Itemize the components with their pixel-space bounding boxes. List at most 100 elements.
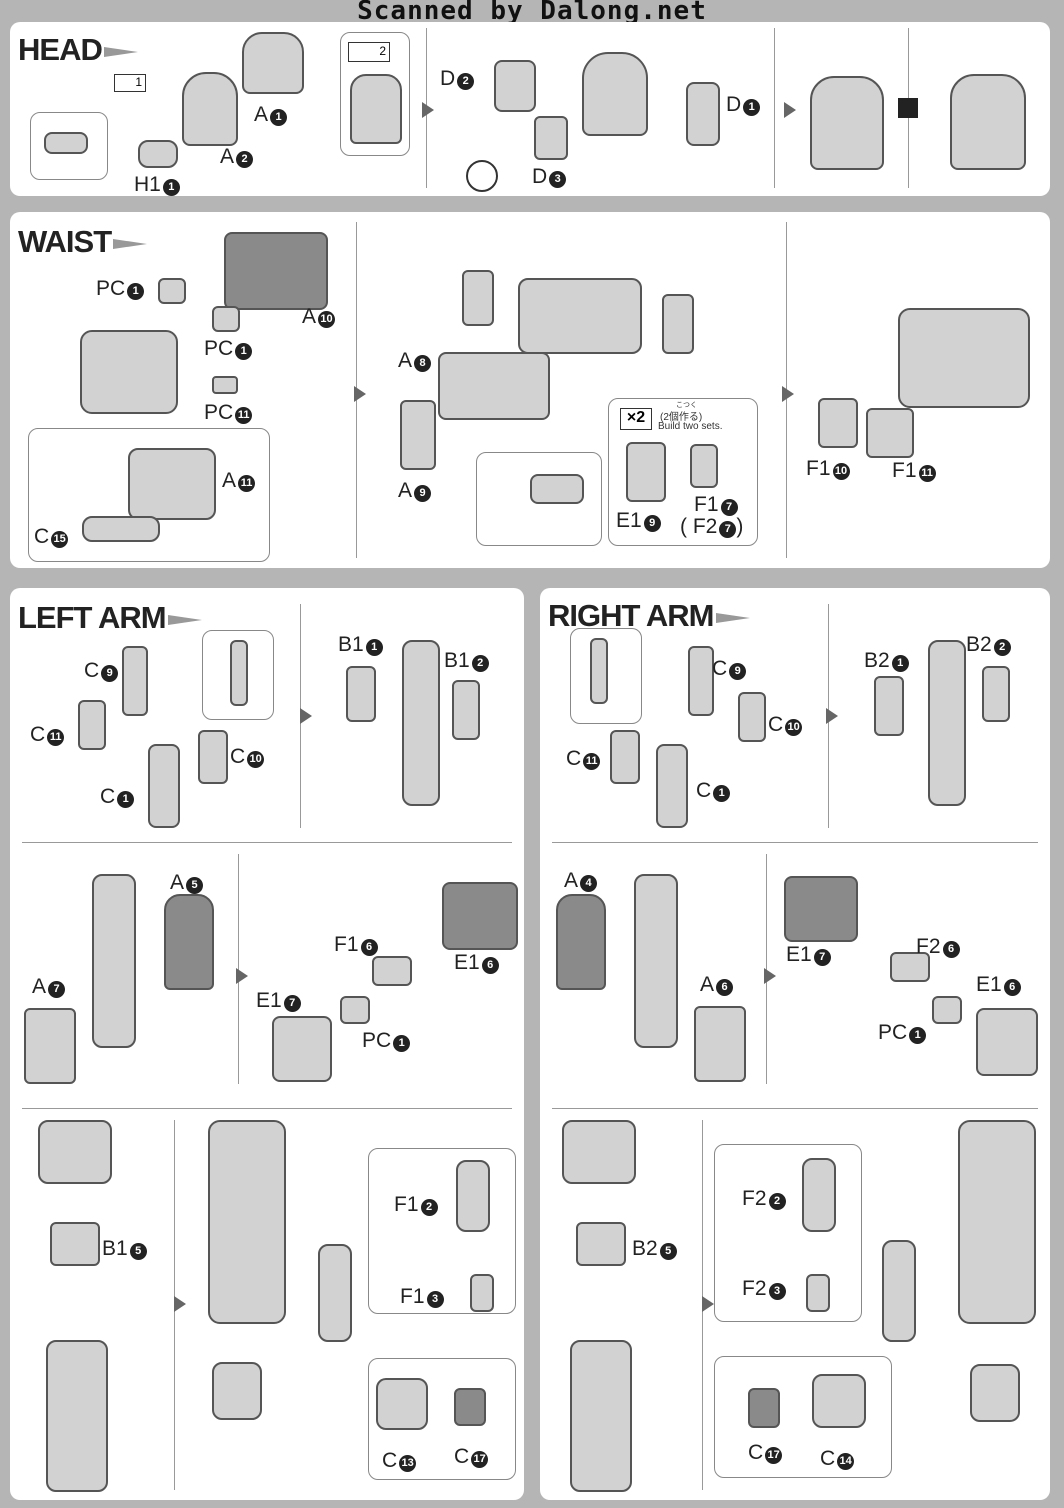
la-part-e16 (442, 882, 518, 950)
la-part-c9 (122, 646, 148, 716)
waist-part-pc1b (212, 306, 240, 332)
la-part-e17 (272, 1016, 332, 1082)
la-part-c13 (376, 1378, 428, 1430)
la-part-c17 (454, 1388, 486, 1426)
ra-part-forearm (570, 1340, 632, 1492)
waist-title: WAIST (18, 224, 147, 260)
step-arrow (300, 708, 312, 724)
waist-part-center (518, 278, 642, 354)
la-part-f12 (456, 1160, 490, 1232)
build-jp: (2個作る) (660, 412, 703, 423)
ra-part-f26 (890, 952, 930, 982)
waist-part-a9 (400, 400, 436, 470)
waist-part-core (80, 330, 178, 414)
head-part-d1 (686, 82, 720, 146)
la-part-forearm (46, 1340, 108, 1492)
step-arrow (236, 968, 248, 984)
la-part-a7 (24, 1008, 76, 1084)
divider (774, 28, 775, 188)
la-part-a5 (164, 894, 214, 990)
waist-detail-part (530, 474, 584, 504)
la-inset-part (230, 640, 248, 706)
ra-part-e16 (976, 1008, 1038, 1076)
build-en: Build two sets. (658, 421, 723, 432)
ra-part-c11 (610, 730, 640, 784)
waist-part-pc11 (212, 376, 238, 394)
ra-part-b22 (982, 666, 1010, 722)
sticker-icon (898, 98, 918, 118)
waist-part-side-r (662, 294, 694, 354)
right-arm-title: RIGHT ARM (548, 598, 750, 634)
divider (22, 1108, 512, 1109)
ra-part-f23 (806, 1274, 830, 1312)
waist-part-side-l (462, 270, 494, 326)
ra-part-upperarm (928, 640, 966, 806)
la-part-c1 (148, 744, 180, 828)
head-part-d3 (534, 116, 568, 160)
ra-part-f22 (802, 1158, 836, 1232)
ra-part-pc1 (932, 996, 962, 1024)
la-part-c10 (198, 730, 228, 784)
head-part-helmet (582, 52, 648, 136)
ra-part-arm-core (634, 874, 678, 1048)
ra-part-c10 (738, 692, 766, 742)
cut-icon (466, 160, 498, 192)
step-1-badge: 1 (114, 74, 146, 92)
ra-part-b25 (576, 1222, 626, 1266)
la-part-arm-core (92, 874, 136, 1048)
step-arrow (784, 102, 796, 118)
head-part-d2 (494, 60, 536, 112)
step-arrow (826, 708, 838, 724)
la-part-b15 (50, 1222, 100, 1266)
la-part-f16 (372, 956, 412, 986)
la-part-shield (318, 1244, 352, 1342)
la-part-arm-assembled (208, 1120, 286, 1324)
step-arrow (422, 102, 434, 118)
step-arrow (764, 968, 776, 984)
step-2-badge: 2 (348, 42, 390, 62)
x2-badge: ×2 (620, 408, 652, 430)
ra-part-e17 (784, 876, 858, 942)
la-part-c11 (78, 700, 106, 750)
ra-part-b21 (874, 676, 904, 736)
la-part-b12 (452, 680, 480, 740)
la-part-upperarm (402, 640, 440, 806)
ra-part-c9 (688, 646, 714, 716)
waist-part-a8 (438, 352, 550, 420)
left-arm-title: LEFT ARM (18, 600, 202, 636)
ra-inset-part (590, 638, 608, 704)
divider (22, 842, 512, 843)
ra-inset-f2 (714, 1144, 862, 1322)
la-part-b11 (346, 666, 376, 722)
